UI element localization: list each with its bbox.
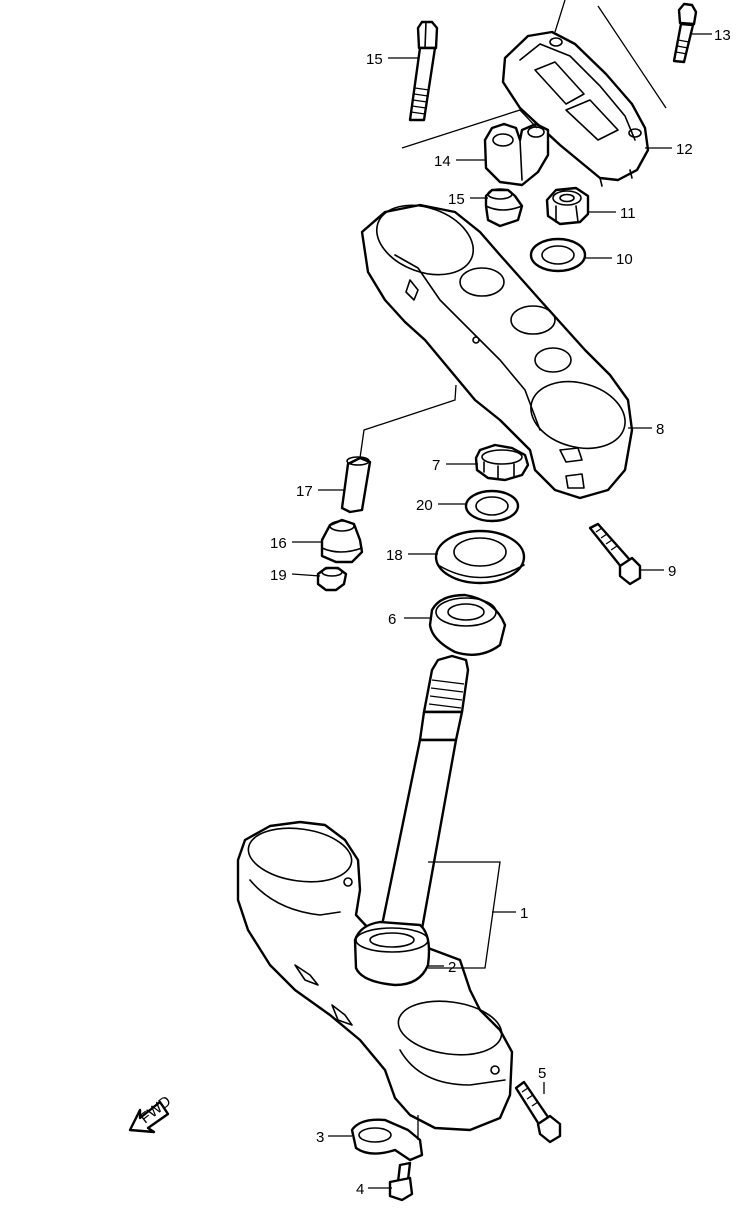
part-18-pin [340,456,372,514]
svg-text:10: 10 [616,251,633,268]
callout-5: 5 [538,1065,546,1094]
callout-9: 9 [640,563,676,580]
svg-text:20: 20 [416,497,433,514]
svg-text:13: 13 [714,27,731,44]
callout-3: 3 [316,1129,352,1146]
part-7-lock-nut [474,443,530,482]
svg-text:1: 1 [520,905,528,922]
callout-10: 10 [585,251,633,268]
part-13-bolt [672,2,698,64]
part-3-clamp [350,1118,424,1162]
part-9-bolt [588,522,642,586]
callout-17: 15 [366,51,418,68]
svg-text:4: 4 [356,1181,364,1198]
callout-20: 20 [416,497,466,514]
svg-text:19: 19 [270,567,287,584]
svg-text:14: 14 [434,153,451,170]
part-12-handlebar-holder [501,30,650,187]
callout-15-lower: 16 [270,535,322,552]
fwd-arrow-icon: FWD [128,1093,175,1134]
svg-text:15: 15 [366,51,383,68]
part-5-bolt [514,1080,562,1144]
part-16-dust-seal [434,529,526,585]
part-17-bolt [408,20,439,122]
svg-text:16: 16 [270,535,287,552]
callout-11: 11 [588,205,636,222]
callout-6: 6 [388,611,432,628]
part-19-collar [316,566,348,592]
svg-text:5: 5 [538,1065,546,1082]
part-4-screw [388,1161,414,1202]
svg-text:7: 7 [432,457,440,474]
callout-1: 1 [428,861,528,969]
svg-text:2: 2 [448,959,456,976]
part-8-upper-bracket [360,203,634,500]
callout-7: 7 [432,457,478,474]
callout-15-upper: 15 [448,191,488,208]
callout-8: 8 [628,421,664,438]
part-10-washer [529,237,587,273]
svg-text:11: 11 [620,205,636,222]
assembly-lines [359,0,667,1140]
part-11-nut [545,186,590,226]
callout-19: 19 [270,567,321,584]
svg-text:3: 3 [316,1129,324,1146]
svg-text:8: 8 [656,421,664,438]
part-15-cushion-upper [484,188,524,228]
callout-16: 18 [386,547,438,564]
part-1-steering-stem [236,654,514,1132]
callout-13: 13 [692,27,731,44]
svg-text:15: 15 [448,191,465,208]
callout-2: 2 [428,959,456,976]
part-6-bearing [428,593,507,656]
callout-14: 14 [434,153,486,170]
part-20-washer [464,489,520,523]
callout-12: 12 [645,141,693,158]
svg-text:12: 12 [676,141,693,158]
svg-text:6: 6 [388,611,396,628]
svg-text:18: 18 [386,547,403,564]
part-14-holder-lower [483,122,550,187]
callout-18: 17 [296,483,344,500]
callout-4: 4 [356,1181,392,1198]
svg-text:17: 17 [296,483,313,500]
part-15-cushion-lower [320,518,364,564]
svg-text:9: 9 [668,563,676,580]
